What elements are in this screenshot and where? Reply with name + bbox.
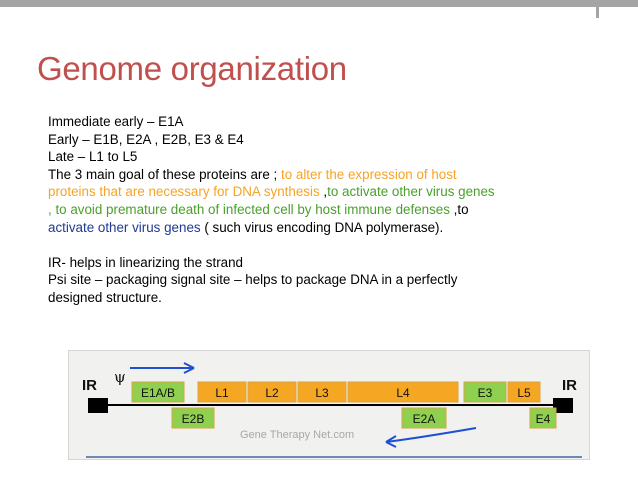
line-ir: IR- helps in linearizing the strand	[48, 254, 244, 270]
gene-box-e3	[463, 381, 507, 403]
top-accent-mark	[596, 0, 599, 18]
diagram-underline	[86, 456, 582, 458]
line-goals-2: proteins that are necessary for DNA synt…	[48, 183, 608, 201]
top-accent-bar	[0, 0, 638, 7]
gene-box-e4	[529, 407, 557, 429]
line-late: Late – L1 to L5	[48, 149, 138, 165]
goal-avoid-death: , to avoid premature death of infected c…	[48, 201, 450, 217]
gene-box-l2	[247, 381, 297, 403]
gene-label-l1: L1	[215, 386, 229, 400]
line-goals-4: activate other virus genes ( such virus …	[48, 219, 608, 237]
gene-label-l4: L4	[396, 386, 410, 400]
gene-label-e2a: E2A	[413, 412, 436, 426]
early-arrow-head	[183, 362, 195, 374]
line-goals: The 3 main goal of these proteins are ; …	[48, 166, 608, 184]
separator: ,	[319, 184, 328, 200]
psi-label: ψ	[114, 368, 126, 386]
gene-label-e4: E4	[536, 412, 551, 426]
gene-label-l2: L2	[265, 386, 279, 400]
ir-right-block	[553, 398, 573, 413]
gene-label-e2b: E2B	[182, 412, 205, 426]
ir-left-label: IR	[82, 377, 97, 394]
line-psi-cont: designed structure.	[48, 289, 162, 305]
goals-intro: The 3 main goal of these proteins are ;	[48, 166, 281, 182]
spacer	[48, 236, 608, 254]
goal-alter-expression: to alter the expression of host	[280, 166, 457, 182]
goal-note: ( such virus encoding DNA polymerase).	[200, 219, 444, 235]
gene-label-l5: L5	[517, 386, 531, 400]
top-gene-row: E1A/B L1 L2 L3 L4 E3 L5	[131, 381, 541, 403]
ir-left-block	[88, 398, 108, 413]
bottom-gene-row: E2B E2A E4	[171, 407, 557, 429]
goal-alter-expression-cont: proteins that are necessary for DNA synt…	[48, 184, 320, 200]
gene-label-e1a-b: E1A/B	[141, 386, 175, 400]
line-goals-3: , to avoid premature death of infected c…	[48, 201, 608, 219]
slide-body: Immediate early – E1A Early – E1B, E2A ,…	[48, 113, 608, 307]
gene-box-l3	[297, 381, 347, 403]
watermark: Gene Therapy Net.com	[240, 429, 354, 441]
gene-box-l4	[347, 381, 459, 403]
gene-box-l1	[197, 381, 247, 403]
genome-diagram: IR IR ψ E1A/B L1 L2 L3 L4 E3 L5 E2B E2A E4 Gene …	[68, 350, 590, 460]
e2a-arrow-head	[385, 435, 397, 448]
gene-box-e2b	[171, 407, 215, 429]
goal-activate-virus-genes: activate other virus genes	[48, 219, 201, 235]
line-psi: Psi site – packaging signal site – helps…	[48, 272, 458, 288]
diagram-frame	[68, 350, 590, 460]
line-immediate-early: Immediate early – E1A	[48, 114, 184, 129]
gene-box-l5	[507, 381, 541, 403]
genome-diagram-svg: IR IR ψ E1A/B L1 L2 L3 L4 E3 L5 E2B E2A E4 Gene …	[68, 350, 590, 460]
e2a-arrow-line	[385, 427, 477, 443]
slide-title: Genome organization	[37, 50, 347, 87]
ir-right-label: IR	[562, 377, 577, 394]
gene-label-l3: L3	[315, 386, 329, 400]
gene-label-e3: E3	[478, 386, 493, 400]
goal-activate-genes: to activate other virus genes	[327, 184, 495, 200]
gene-box-e1a-b	[131, 381, 185, 403]
line-early: Early – E1B, E2A , E2B, E3 & E4	[48, 131, 244, 147]
gene-box-e2a	[401, 407, 447, 429]
separator-to: ,to	[449, 201, 469, 217]
